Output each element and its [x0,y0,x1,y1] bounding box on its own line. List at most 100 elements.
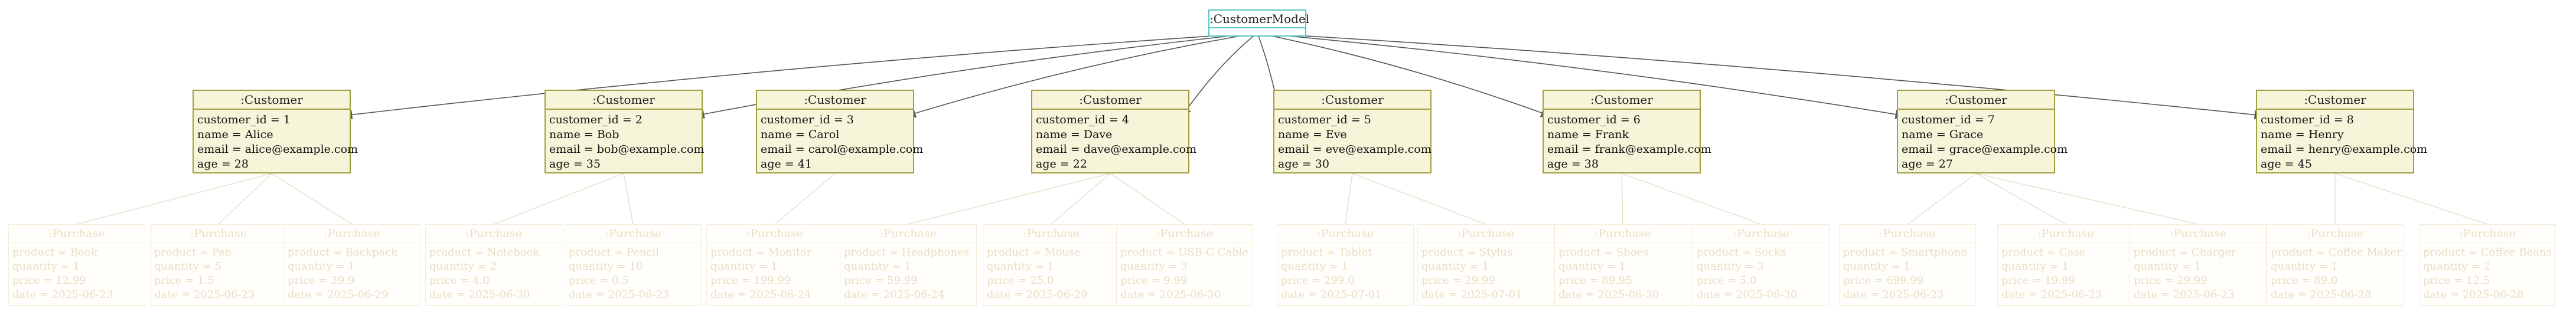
customer-attr: email = alice@example.com [197,143,358,156]
customer-attr: customer_id = 8 [2261,113,2354,126]
purchase-link [1907,173,1977,225]
purchase-title: :Purchase [9,225,145,243]
purchase-title: :Purchase [2267,225,2403,243]
purchase-link [908,173,1111,225]
purchase-attr: quantity = 3 [1697,260,1764,273]
purchase-attr: product = Headphones [844,246,969,258]
purchase-attr: date = 2025-06-23 [12,289,113,301]
purchase-attr: product = Monitor [710,246,812,258]
purchase-attr: price = 4.0 [429,274,490,287]
customer-attr: age = 22 [1036,158,1087,171]
customer-title: :Customer [2257,91,2413,110]
purchase-attr: date = 2025-06-24 [844,289,945,301]
purchase-attr: price = 0.5 [569,274,629,287]
purchase-attr: price = 12.5 [2423,274,2490,287]
purchase-title: :Purchase [1998,225,2134,243]
customer-attr: name = Bob [549,128,619,141]
purchase-attr: quantity = 3 [1120,260,1188,273]
purchase-title: :Purchase [707,225,843,243]
purchase-attr: product = Notebook [429,246,540,258]
customer-title: :Customer [757,91,913,110]
customer-attr: email = carol@example.com [761,143,924,156]
purchase-attr: price = 59.99 [844,274,918,287]
purchase-node: :Purchase product = Smartphone quantity … [1839,224,1976,306]
customer-attr: name = Grace [1902,128,1984,141]
purchase-title: :Purchase [1418,225,1554,243]
customer-node: :Customer customer_id = 6 name = Frank e… [1543,90,1711,173]
purchase-attr: price = 29.99 [2134,274,2207,287]
purchase-attr: product = Pencil [569,246,660,258]
purchase-attr: product = Tablet [1281,246,1372,258]
customer-model-title: :CustomerModel [1209,11,1309,28]
customer-attr: name = Frank [1547,128,1629,141]
customer-title: :Customer [546,91,702,110]
customer-attr: customer_id = 6 [1547,113,1641,126]
purchase-attr: price = 89.0 [2271,274,2338,287]
customer-attr: name = Carol [761,128,840,141]
purchase-node: :Purchase product = Notebook quantity = … [425,224,562,306]
customer-attr: customer_id = 5 [1278,113,1371,126]
customer-attr: customer_id = 2 [549,113,643,126]
customer-attr: customer_id = 3 [761,113,854,126]
purchase-node: :Purchase product = Pencil quantity = 10… [565,224,702,306]
purchase-attr: quantity = 1 [1843,260,1910,273]
purchase-link [1975,173,2066,225]
purchase-attr: quantity = 1 [987,260,1054,273]
purchase-attr: product = Socks [1697,246,1786,258]
purchase-node: :Purchase product = Headphones quantity … [840,224,977,306]
purchase-attr: product = Mouse [987,246,1081,258]
purchase-attr: price = 9.99 [1120,274,1188,287]
customer-node: :Customer customer_id = 3 name = Carol e… [756,90,924,173]
association-arrow [343,32,1258,120]
customer-attr: email = frank@example.com [1547,143,1711,156]
purchase-attr: date = 2025-06-29 [987,289,1088,301]
purchase-attr: quantity = 2 [429,260,497,273]
purchase-attr: price = 699.99 [1843,274,1924,287]
customer-title: :Customer [194,91,350,110]
purchase-node: :Purchase product = Tablet quantity = 1 … [1277,224,1414,306]
purchase-attr: date = 2025-06-23 [1843,289,1944,301]
purchase-link [1352,173,1486,225]
purchase-attr: product = Coffee Beans [2423,246,2552,258]
purchase-link [1051,173,1111,225]
association-arrow [1182,32,1258,117]
purchase-attr: product = Backpack [288,246,398,258]
purchase-link [1110,173,1185,225]
customer-node: :Customer customer_id = 4 name = Dave em… [1031,90,1196,173]
purchase-attr: quantity = 1 [2001,260,2069,273]
customer-attr: email = henry@example.com [2261,143,2428,156]
purchase-link [2334,173,2488,225]
purchase-attr: date = 2025-06-30 [1558,289,1659,301]
purchase-node: :Purchase product = Charger quantity = 1… [2130,224,2267,306]
customer-node: :Customer customer_id = 5 name = Eve ema… [1273,90,1432,173]
purchase-attr: quantity = 1 [288,260,355,273]
customer-attr: name = Henry [2261,128,2344,141]
purchase-node: :Purchase product = Pen quantity = 5 pri… [150,224,287,306]
purchase-attr: product = Pen [154,246,232,258]
purchase-link [1621,173,1623,225]
purchase-node: :Purchase product = Case quantity = 1 pr… [1997,224,2134,306]
customer-title: :Customer [1274,91,1430,110]
purchase-attr: date = 2025-06-28 [2423,289,2524,301]
purchase-node: :Purchase product = Coffee Beans quantit… [2419,224,2556,306]
purchase-node: :Purchase product = Mouse quantity = 1 p… [983,224,1120,306]
customer-attr: age = 27 [1902,158,1953,171]
purchase-node: :Purchase product = Monitor quantity = 1… [706,224,843,306]
purchase-attr: date = 2025-07-01 [1421,289,1522,301]
association-arrow [906,32,1258,118]
purchase-attr: product = Smartphone [1843,246,1968,258]
purchase-attr: product = USB-C Cable [1120,246,1248,258]
purchase-attr: quantity = 1 [710,260,778,273]
purchase-attr: quantity = 2 [2423,260,2490,273]
customer-attr: email = bob@example.com [549,143,705,156]
customer-attr: age = 38 [1547,158,1599,171]
customer-title: :Customer [1898,91,2054,110]
purchase-node: :Purchase product = Book quantity = 1 pr… [8,224,145,306]
purchase-attr: product = Case [2001,246,2086,258]
customer-node: :Customer customer_id = 8 name = Henry e… [2256,90,2428,173]
purchase-attr: price = 199.99 [710,274,791,287]
purchase-node: :Purchase product = Stylus quantity = 1 … [1417,224,1554,306]
purchase-link [76,173,272,225]
association-arrow [1257,32,1905,119]
